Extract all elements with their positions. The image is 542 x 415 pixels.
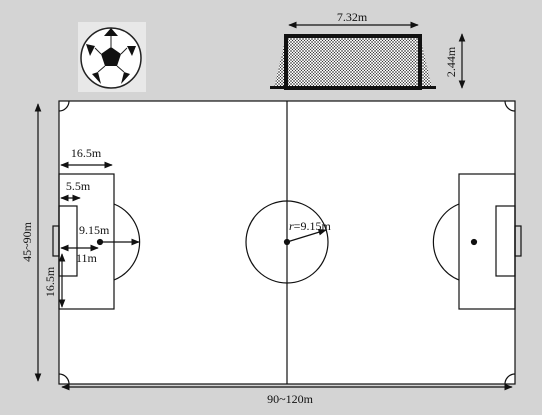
- right-penalty-spot: [470, 238, 478, 246]
- penalty-area-side-dimension: 16.5m: [43, 253, 66, 308]
- goal-height-label: 2.44m: [444, 46, 458, 77]
- corner-arc-top-left: [58, 100, 70, 112]
- right-goal: [514, 225, 522, 257]
- radius-symbol: r: [289, 219, 294, 233]
- penalty-area-depth-dimension: 16.5m: [60, 146, 113, 169]
- penalty-arc-radius-dimension: 9.15m: [79, 223, 140, 246]
- field-width-dimension: 45~90m: [20, 103, 42, 382]
- goal-height-dimension: 2.44m: [444, 33, 466, 89]
- right-penalty-arc: [432, 203, 460, 281]
- corner-arc-top-right: [504, 100, 516, 112]
- corner-arc-bottom-right: [504, 373, 516, 385]
- goal-net-icon: [270, 34, 436, 90]
- penalty-spot-distance-dimension: 11m: [60, 244, 99, 265]
- penalty-spot-distance-label: 11m: [76, 251, 98, 265]
- penalty-area-side-label: 16.5m: [43, 266, 57, 297]
- penalty-area-depth-label: 16.5m: [71, 146, 102, 160]
- goal-area-depth-label: 5.5m: [66, 179, 91, 193]
- corner-arc-bottom-left: [58, 373, 70, 385]
- goal-width-dimension: 7.32m: [288, 10, 419, 29]
- center-circle-radius-label: r=9.15m: [289, 219, 331, 233]
- penalty-arc-radius-label: 9.15m: [79, 223, 110, 237]
- center-circle-radius-dimension: r=9.15m: [286, 219, 331, 243]
- field-length-dimension: 90~120m: [61, 383, 513, 406]
- radius-value: =9.15m: [294, 219, 332, 233]
- center-circle: [245, 200, 329, 284]
- soccer-ball-icon: [78, 22, 146, 92]
- field-width-label: 45~90m: [20, 221, 34, 261]
- goal-area-depth-dimension: 5.5m: [60, 179, 91, 202]
- field-length-label: 90~120m: [267, 392, 313, 406]
- left-goal: [52, 225, 60, 257]
- goal-width-label: 7.32m: [337, 10, 368, 24]
